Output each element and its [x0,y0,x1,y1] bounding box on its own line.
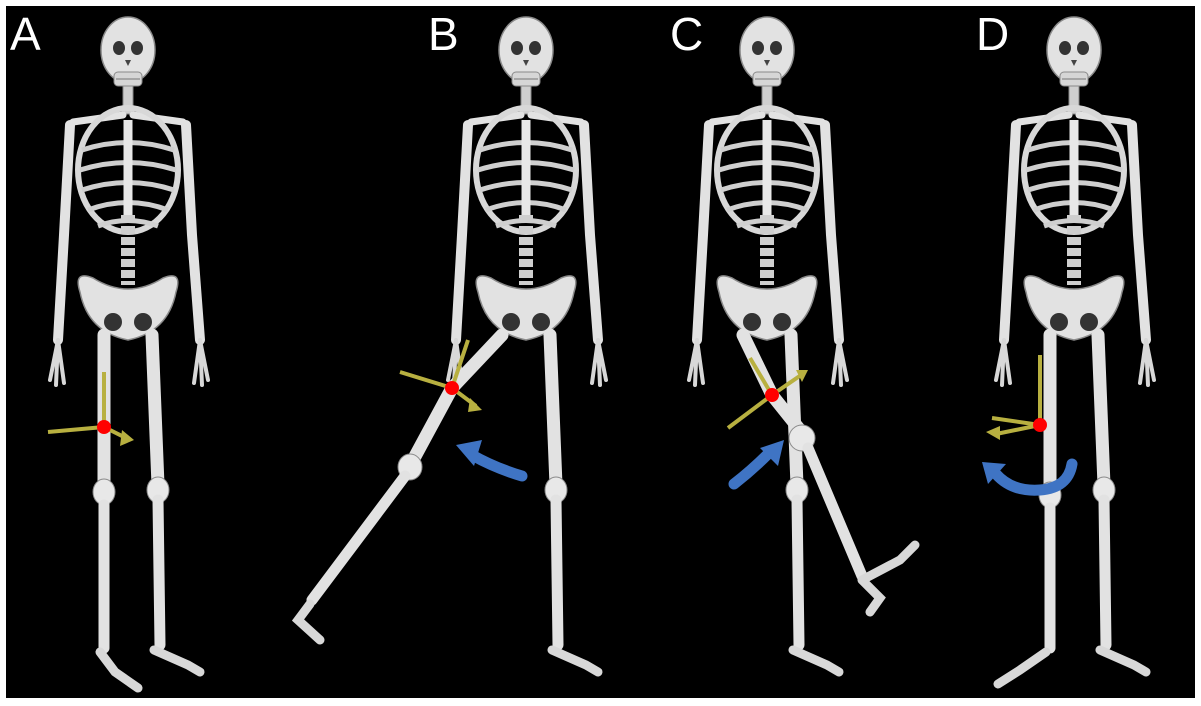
joint-marker-b [445,381,459,395]
joint-marker-c [765,388,779,402]
joint-marker-a [97,420,111,434]
panel-label-d: D [976,8,1009,60]
joint-marker-d [1033,418,1047,432]
panel-label-a: A [10,8,41,60]
panel-label-b: B [428,8,459,60]
panel-label-c: C [670,8,703,60]
